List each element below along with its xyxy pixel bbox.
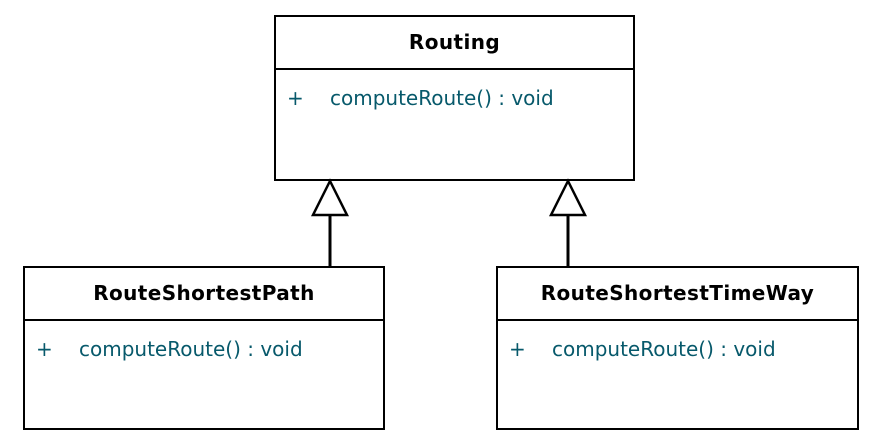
inheritance-triangle-icon: [548, 178, 588, 217]
class-methods-compartment: + computeRoute() : void: [25, 321, 383, 361]
class-name: RouteShortestPath: [25, 268, 383, 321]
visibility-symbol: +: [509, 336, 526, 361]
generalization-arrow-right: [548, 178, 588, 267]
class-methods-compartment: + computeRoute() : void: [498, 321, 857, 361]
method-row: + computeRoute() : void: [287, 86, 633, 110]
class-box-routeshortestpath: RouteShortestPath + computeRoute() : void: [23, 266, 385, 430]
generalization-arrow-left: [310, 178, 350, 267]
class-box-routing: Routing + computeRoute() : void: [274, 15, 635, 181]
method-row: + computeRoute() : void: [36, 337, 383, 361]
class-name: Routing: [276, 17, 633, 70]
method-signature: computeRoute() : void: [330, 85, 554, 110]
class-name: RouteShortestTimeWay: [498, 268, 857, 321]
method-signature: computeRoute() : void: [79, 336, 303, 361]
visibility-symbol: +: [287, 85, 304, 110]
method-row: + computeRoute() : void: [509, 337, 857, 361]
visibility-symbol: +: [36, 336, 53, 361]
method-signature: computeRoute() : void: [552, 336, 776, 361]
class-methods-compartment: + computeRoute() : void: [276, 70, 633, 110]
class-box-routeshortesttimeway: RouteShortestTimeWay + computeRoute() : v…: [496, 266, 859, 430]
inheritance-triangle-icon: [310, 178, 350, 217]
